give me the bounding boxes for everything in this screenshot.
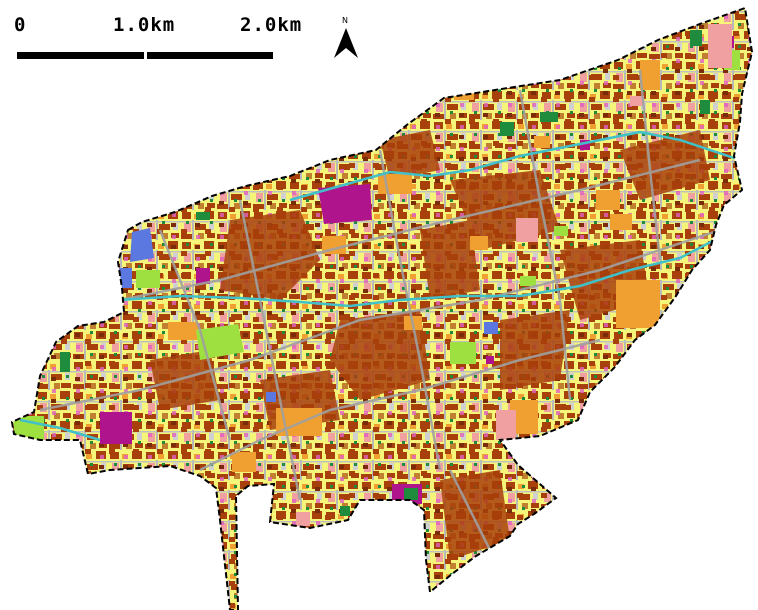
mixed-use-zones: [296, 24, 732, 526]
scale-label-one-km: 1.0km: [113, 14, 176, 36]
scale-bar: 0 1.0km 2.0km: [10, 10, 303, 66]
forest-zones: [60, 30, 710, 516]
scale-label-zero: 0: [14, 14, 27, 36]
park-zones: [14, 50, 740, 440]
north-arrow: N: [330, 16, 362, 62]
north-arrow-icon: [334, 28, 358, 58]
public-facility-zones: [118, 228, 498, 402]
district-boundary: [10, 6, 754, 610]
river: [19, 130, 741, 442]
north-letter: N: [342, 16, 348, 25]
road-network: [39, 69, 721, 610]
scale-segment-first: [17, 52, 144, 59]
scale-label-two-km: 2.0km: [240, 14, 303, 36]
scale-segment-second: [147, 52, 273, 59]
